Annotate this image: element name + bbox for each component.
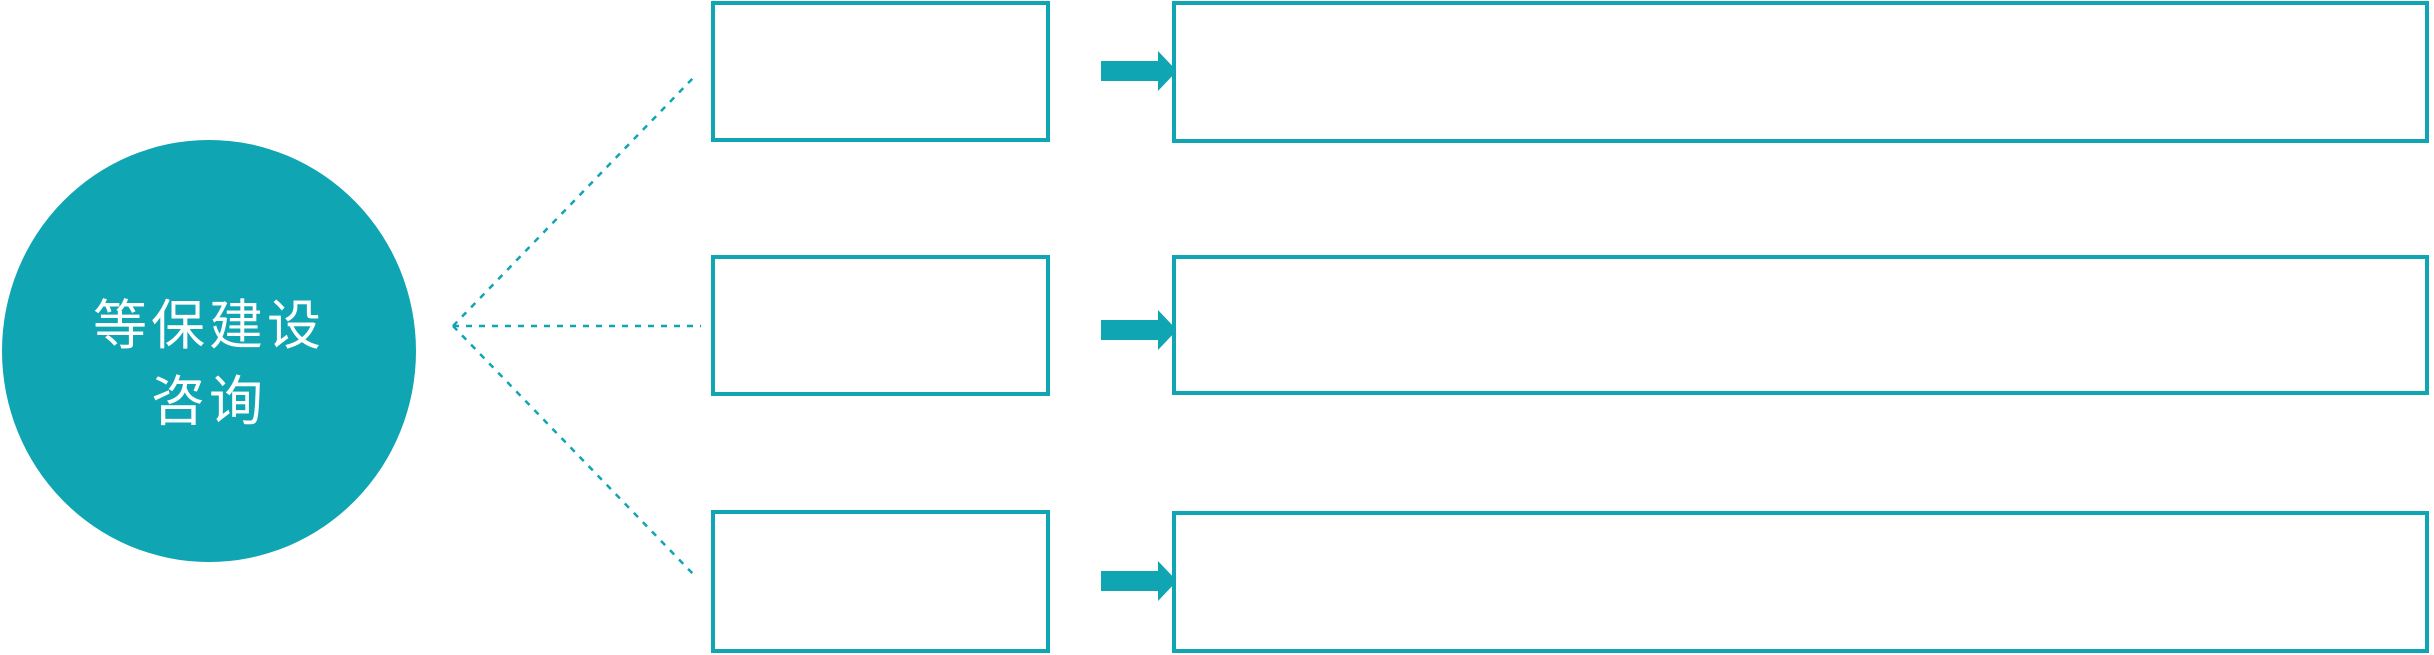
large-box-row1 — [1172, 1, 2429, 143]
large-box-row3 — [1172, 511, 2429, 653]
arrow-right-icon — [1101, 561, 1177, 601]
hub-label: 等保建设 咨询 — [93, 288, 325, 440]
small-box-row3 — [711, 510, 1050, 653]
large-box-row2 — [1172, 255, 2429, 395]
connector-line-top — [452, 75, 696, 327]
arrow-right-icon — [1101, 51, 1177, 91]
hub-label-line2: 咨询 — [151, 372, 267, 432]
small-box-row2 — [711, 255, 1050, 396]
hub-label-line1: 等保建设 — [93, 296, 325, 356]
small-box-row1 — [711, 1, 1050, 142]
connector-line-bottom — [452, 325, 696, 577]
arrow-right-icon — [1101, 310, 1177, 350]
hub-circle: 等保建设 咨询 — [2, 140, 416, 562]
